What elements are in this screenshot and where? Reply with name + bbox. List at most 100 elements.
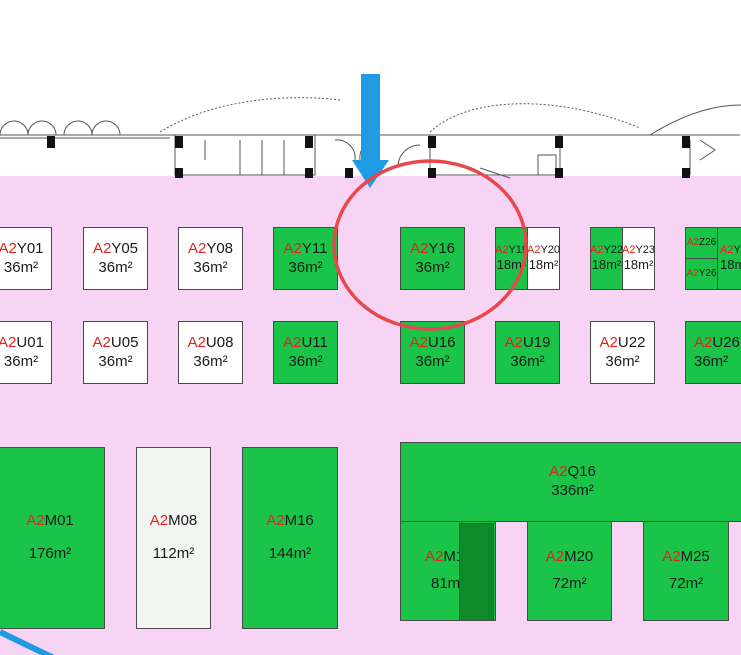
booth-prefix: A2	[549, 463, 568, 481]
booth-prefix: A2	[149, 512, 169, 530]
booth-prefix: A2	[187, 333, 206, 351]
booth-code: U19	[522, 333, 551, 351]
booth-area: 18m	[720, 257, 741, 273]
booth-area: 336m²	[551, 482, 594, 499]
booth-code: Y22	[603, 243, 624, 256]
booth-code: M20	[564, 548, 594, 566]
booth-a2z26[interactable]: A2Z26	[685, 227, 718, 259]
booth-a2y20[interactable]: A2Y20 18m²	[527, 227, 560, 290]
booth-code: Y05	[111, 239, 139, 257]
booth-prefix: A2	[526, 243, 541, 256]
booth-area: 18m²	[528, 257, 559, 273]
booth-prefix: A2	[545, 548, 565, 566]
booth-a2u08[interactable]: A2U08 36m²	[178, 321, 243, 384]
booth-a2m08[interactable]: A2M08 112m²	[136, 447, 211, 629]
booth-a2u01[interactable]: A2U01 36m²	[0, 321, 52, 384]
booth-prefix: A2	[425, 548, 444, 566]
booth-prefix: A2	[662, 548, 681, 566]
booth-prefix: A2	[504, 333, 523, 351]
booth-area: 36m²	[510, 352, 545, 370]
booth-prefix: A2	[599, 333, 618, 351]
booth-code: Y2	[733, 243, 741, 256]
booth-area: 144m²	[268, 545, 312, 562]
booth-code: U16	[427, 333, 456, 351]
booth-area: 176m²	[28, 545, 72, 562]
booth-prefix: A2	[92, 239, 112, 257]
booth-a2y08[interactable]: A2Y08 36m²	[178, 227, 243, 290]
booth-code: U01	[16, 333, 44, 351]
booth-area: 72m²	[552, 575, 587, 592]
booth-prefix: A2	[494, 243, 509, 256]
booth-prefix: A2	[589, 243, 604, 256]
booth-a2y05[interactable]: A2Y05 36m²	[83, 227, 148, 290]
booth-prefix: A2	[92, 333, 111, 351]
booth-area: 18m²	[591, 257, 622, 273]
booth-code: Y01	[16, 239, 44, 257]
booth-prefix: A2	[409, 239, 429, 257]
booth-area: 36m²	[193, 258, 228, 276]
booth-prefix: A2	[283, 333, 302, 351]
booth-area: 36m²	[415, 258, 450, 276]
booth-a2m16[interactable]: A2M16 144m²	[242, 447, 338, 629]
booth-prefix: A2	[26, 512, 45, 530]
booth-a2y11[interactable]: A2Y11 36m²	[273, 227, 338, 290]
booth-area: 36m²	[98, 352, 133, 370]
booth-code: U08	[205, 333, 234, 351]
booth-area: 18m²	[496, 257, 527, 273]
booth-area: 36m²	[3, 258, 39, 276]
booth-code: Y23	[635, 243, 656, 256]
booth-prefix: A2	[720, 243, 734, 256]
booth-a2y19[interactable]: A2Y19 18m²	[495, 227, 528, 290]
booth-code: M08	[168, 512, 198, 530]
booth-area: 36m²	[694, 352, 729, 370]
booth-a2m01[interactable]: A2M01 176m²	[0, 447, 105, 629]
booth-prefix: A2	[409, 333, 428, 351]
booth-a2y23[interactable]: A2Y23 18m²	[622, 227, 655, 290]
booth-area: 112m²	[152, 545, 195, 562]
booth-area: 36m²	[288, 258, 323, 276]
booth-code: Y26	[698, 267, 717, 279]
booth-prefix: A2	[0, 333, 17, 351]
booth-a2y2x[interactable]: A2Y2 18m	[717, 227, 741, 290]
booth-a2y26[interactable]: A2Y26	[685, 258, 718, 290]
booth-code: U26	[712, 333, 740, 351]
booth-code: U11	[301, 333, 328, 351]
booth-code: Y11	[301, 239, 328, 257]
booth-prefix: A2	[694, 333, 713, 351]
booth-area: 36m²	[605, 352, 640, 370]
booth-area: 18m²	[623, 257, 654, 273]
booth-a2y22[interactable]: A2Y22 18m²	[590, 227, 623, 290]
booth-prefix: A2	[0, 239, 17, 257]
booth-prefix: A2	[266, 512, 285, 530]
booth-area: 72m²	[668, 575, 704, 592]
booth-code: M16	[284, 512, 314, 530]
booth-code: Y16	[428, 239, 456, 257]
booth-prefix: A2	[621, 243, 636, 256]
booth-a2m20[interactable]: A2M20 72m²	[527, 521, 612, 621]
booth-code: Q16	[567, 463, 596, 481]
booth-a2y01[interactable]: A2Y01 36m²	[0, 227, 52, 290]
booth-a2u19[interactable]: A2U19 36m²	[495, 321, 560, 384]
booth-a2m25[interactable]: A2M25 72m²	[643, 521, 729, 621]
booth-area: 36m²	[98, 258, 133, 276]
booth-a2u11[interactable]: A2U11 36m²	[273, 321, 338, 384]
booth-prefix: A2	[283, 239, 302, 257]
booth-a2u22[interactable]: A2U22 36m²	[590, 321, 655, 384]
booth-code: U22	[617, 333, 646, 351]
booth-area: 36m²	[288, 352, 323, 370]
booth-code: Z26	[699, 236, 717, 248]
booth-area: 36m²	[193, 352, 228, 370]
booth-code: U05	[110, 333, 139, 351]
booth-a2u26[interactable]: A2U26 36m²	[685, 321, 741, 384]
booth-code: M1	[443, 548, 465, 566]
booth-code: Y08	[206, 239, 234, 257]
booth-a2q16[interactable]: A2Q16 336m²	[400, 442, 741, 522]
booth-prefix: A2	[686, 267, 699, 279]
booth-a2u05[interactable]: A2U05 36m²	[83, 321, 148, 384]
booth-a2y16[interactable]: A2Y16 36m²	[400, 227, 465, 290]
booth-a2u16[interactable]: A2U16 36m²	[400, 321, 465, 384]
booth-prefix: A2	[686, 236, 699, 248]
booth-code: Y20	[540, 243, 561, 256]
building-outline	[0, 97, 741, 179]
booth-code: Y19	[508, 243, 529, 256]
